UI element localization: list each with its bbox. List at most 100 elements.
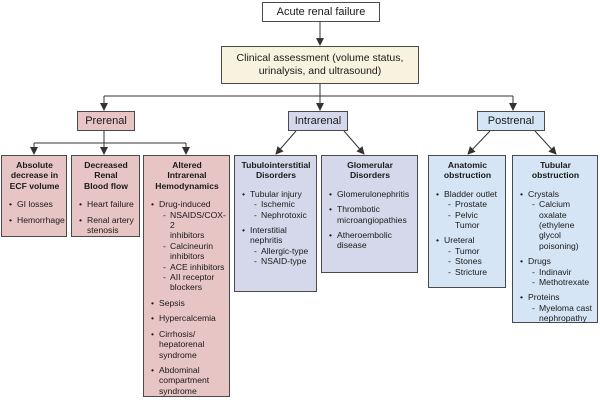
sub-item: -Stricture bbox=[448, 267, 502, 277]
item-text-line: Hemorrhage bbox=[17, 214, 65, 225]
item-text-line: Drugs bbox=[528, 256, 551, 267]
sub-item: -Allergic-type bbox=[254, 246, 313, 256]
item-text-line: Heart failure bbox=[87, 199, 134, 210]
dash-icon: - bbox=[254, 245, 257, 256]
sub-item: -Prostate bbox=[448, 199, 502, 209]
bullet-icon: • bbox=[151, 313, 155, 324]
item-list: •Bladder outlet-Prostate-Pelvic Tumor • Ur… bbox=[433, 189, 502, 277]
arrow-to-intrarenal-box-1 bbox=[275, 130, 297, 155]
item-text-line: syndrome bbox=[159, 349, 197, 360]
list-item: •Bladder outlet-Prostate-Pelvic Tumor bbox=[433, 189, 502, 231]
sub-item-line: Myeloma cast bbox=[539, 302, 593, 313]
sub-item-line: Prostate bbox=[455, 199, 488, 210]
sub-item-line: AII receptor bbox=[170, 272, 215, 283]
dash-icon: - bbox=[448, 245, 451, 256]
item-text-line: Cirrhosis/ bbox=[159, 328, 196, 339]
dash-icon: - bbox=[532, 199, 535, 210]
sub-item-list: -Allergic-type-NSAID-type bbox=[250, 246, 313, 267]
sub-item-line: blockers bbox=[170, 282, 202, 293]
dash-icon: - bbox=[448, 266, 451, 277]
dash-icon: - bbox=[448, 199, 451, 210]
box-title-line: Intrarenal bbox=[167, 170, 207, 181]
sub-item-line: inhibitors bbox=[170, 251, 205, 262]
category-postrenal: Postrenal bbox=[477, 111, 545, 131]
item-text-line: Atheroembolic bbox=[337, 230, 392, 241]
box-title-line: Altered bbox=[172, 160, 202, 170]
category-prerenal: Prerenal bbox=[77, 111, 135, 131]
list-item: •Ureteral-Tumor-Stones-Stricture bbox=[433, 235, 502, 277]
box-title-line: Decreased bbox=[84, 160, 128, 170]
sub-item-line: Pelvic Tumor bbox=[455, 209, 480, 231]
box-title-line: Disorders bbox=[349, 170, 391, 181]
sub-item-line: NSAID-type bbox=[261, 256, 307, 267]
dash-icon: - bbox=[448, 256, 451, 267]
box-title-line: ECF volume bbox=[9, 180, 60, 191]
bullet-icon: • bbox=[9, 214, 13, 225]
item-text-line: Glomerulonephritis bbox=[337, 188, 410, 199]
dash-icon: - bbox=[254, 199, 257, 210]
list-item: •Crystals-Calcium oxalate(ethylene glyco… bbox=[517, 189, 594, 251]
box-title-line: Blood flow bbox=[84, 180, 128, 191]
item-text-line: nephritis bbox=[250, 235, 283, 246]
sub-item-line: inhibitors bbox=[170, 230, 205, 241]
box-title-line: Anatomic bbox=[447, 160, 488, 170]
sub-item-line: nephropathy bbox=[539, 313, 587, 324]
sub-item-line: poisoning) bbox=[539, 240, 579, 251]
box-title-line: decrease in bbox=[10, 170, 59, 181]
list-item: •Heart failure bbox=[76, 199, 136, 209]
dash-icon: - bbox=[254, 256, 257, 267]
list-item: •Tubular injury-Ischemic-Nephrotoxic bbox=[239, 189, 313, 220]
bullet-icon: • bbox=[151, 199, 155, 210]
box-title-line: Glomerular bbox=[347, 160, 393, 170]
bullet-icon: • bbox=[79, 214, 83, 225]
box-title-line: obstruction bbox=[443, 170, 492, 181]
sub-item-list: -Ischemic-Nephrotoxic bbox=[250, 199, 313, 220]
list-item: • Glomerulonephritis bbox=[326, 189, 414, 199]
assessment-node: Clinical assessment (volume status, urin… bbox=[221, 46, 419, 84]
bullet-icon: • bbox=[329, 230, 333, 241]
list-item: •Drugs-Indinavir-Methotrexate bbox=[517, 256, 594, 287]
arrow-to-postrenal-box-1 bbox=[467, 130, 491, 155]
sub-item-line: Indinavir bbox=[539, 266, 572, 277]
sub-item-line: Nephrotoxic bbox=[261, 209, 307, 220]
sub-item-line: NSAIDS/COX-2 bbox=[170, 209, 226, 231]
bullet-icon: • bbox=[520, 292, 524, 303]
item-text-line: syndrome bbox=[159, 385, 197, 396]
bullet-icon: • bbox=[329, 188, 333, 199]
list-item: •GI losses bbox=[6, 199, 63, 209]
assessment-line-2: urinalysis, and ultrasound) bbox=[258, 65, 382, 77]
sub-item-line: Methotrexate bbox=[539, 277, 590, 288]
item-text-line: Renal artery bbox=[87, 214, 134, 225]
item-text-line: Crystals bbox=[528, 188, 560, 199]
item-text-line: Proteins bbox=[528, 292, 560, 303]
sub-item: -NSAID-type bbox=[254, 256, 313, 266]
item-text-line: Ureteral bbox=[444, 235, 475, 246]
dash-icon: - bbox=[163, 240, 166, 251]
bullet-icon: • bbox=[436, 235, 440, 246]
sub-item: -ACE inhibitors bbox=[163, 262, 226, 272]
item-text-line: disease bbox=[337, 240, 367, 251]
bullet-icon: • bbox=[242, 188, 246, 199]
category-intrarenal: Intrarenal bbox=[288, 111, 348, 131]
box-title-line: Renal bbox=[94, 170, 118, 181]
